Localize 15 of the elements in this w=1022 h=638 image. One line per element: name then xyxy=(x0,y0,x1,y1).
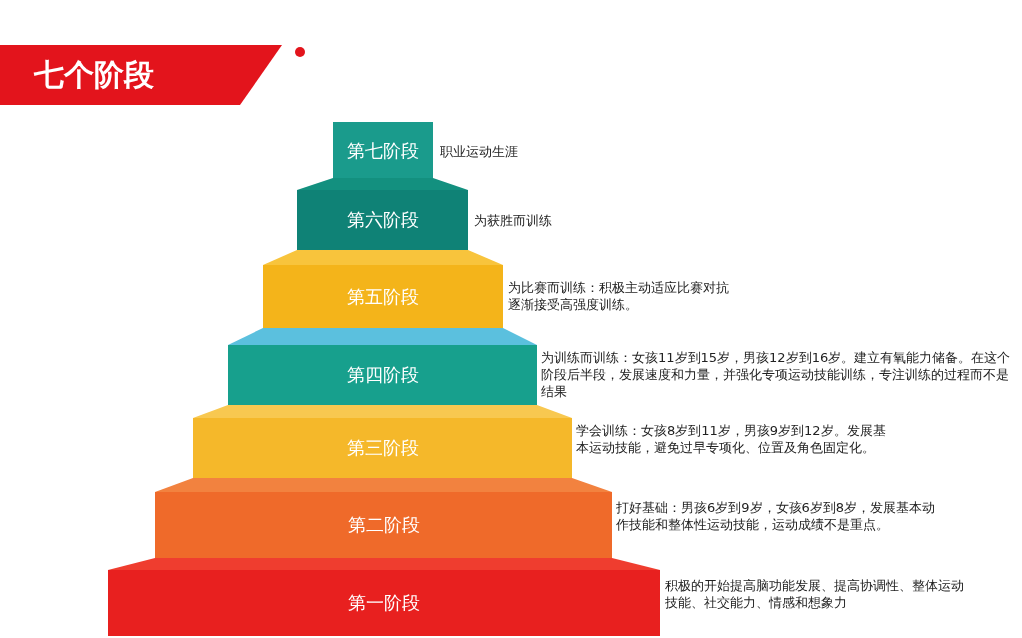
stage-description: 职业运动生涯 xyxy=(440,143,519,160)
stage-description: 学会训练：女孩8岁到11岁，男孩9岁到12岁。发展基本运动技能，避免过早专项化、位置及角色固定化。 xyxy=(576,422,886,456)
stage-description: 为获胜而训练 xyxy=(474,212,553,229)
stage-label: 第二阶段 xyxy=(346,513,421,537)
stage-description: 积极的开始提高脑功能发展、提高协调性、整体运动技能、社交能力、情感和想象力 xyxy=(665,577,965,611)
title: 七个阶段 xyxy=(34,56,154,94)
stage-label: 第一阶段 xyxy=(347,591,421,615)
stage-description: 为比赛而训练：积极主动适应比赛对抗逐渐接受高强度训练。 xyxy=(508,279,730,313)
stage-label: 第五阶段 xyxy=(346,284,420,309)
stage-label: 第三阶段 xyxy=(345,436,420,460)
stage-label: 第四阶段 xyxy=(345,363,420,387)
stage-label: 第七阶段 xyxy=(346,139,420,163)
stage-label: 第六阶段 xyxy=(345,208,420,232)
stage-description: 打好基础：男孩6岁到9岁，女孩6岁到8岁，发展基本动作技能和整体性运动技能，运动成绩不是重点。 xyxy=(616,499,936,533)
stage-description: 为训练而训练：女孩11岁到15岁，男孩12岁到16岁。建立有氧能力储备。在这个阶段后半段，发展速度和力量，并强化专项运动技能训练，专注训练的过程而不是结果 xyxy=(541,349,1011,400)
